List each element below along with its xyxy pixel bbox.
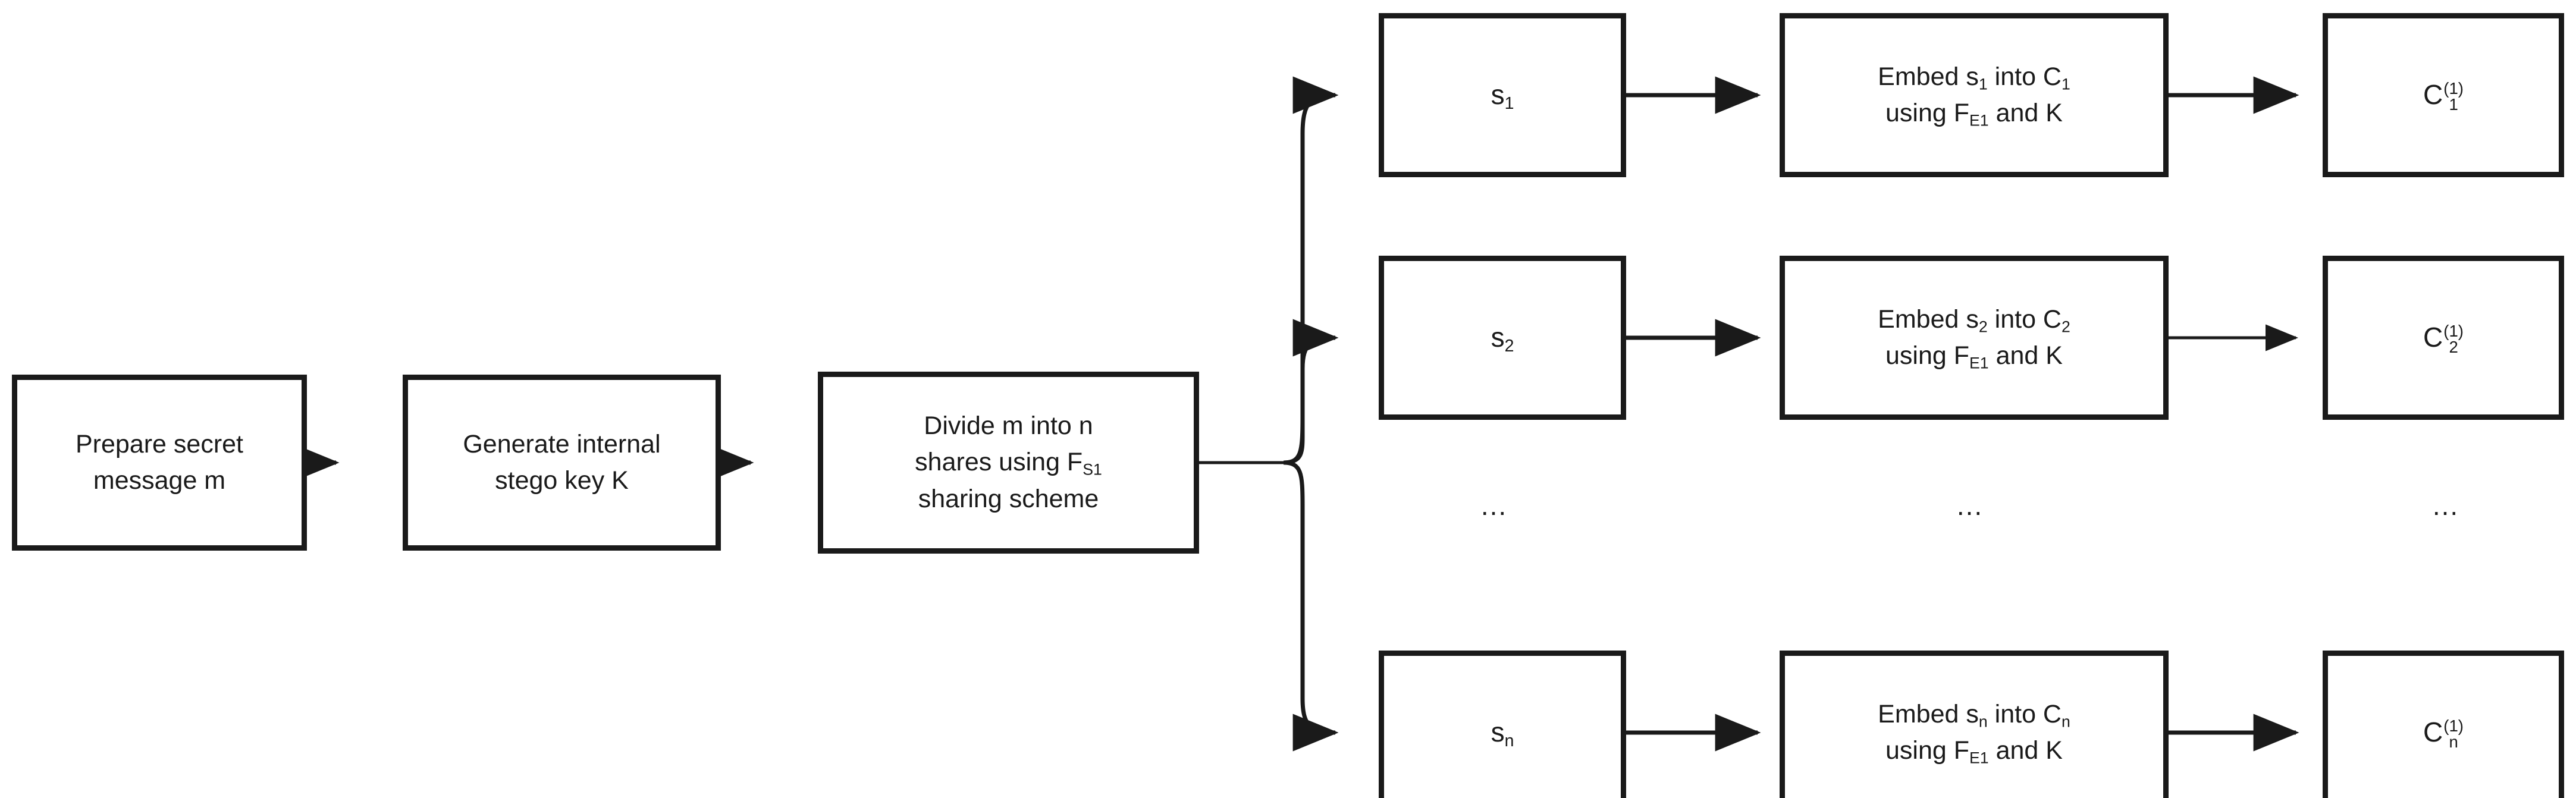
embed-n-sub-1: n xyxy=(1978,712,1988,731)
node-embed-1-line-2: using FE1 and K xyxy=(1791,95,2157,131)
edge-branch-to-share-2 xyxy=(1283,319,1339,465)
embed-n-text-d: and K xyxy=(1988,736,2063,765)
node-embed-2[interactable]: Embed s2 into C2 using FE1 and K xyxy=(1780,256,2169,420)
node-stego-1-label: C(1)1 xyxy=(2334,76,2553,114)
node-prepare-line-2: message m xyxy=(93,466,226,495)
stego-2-subscript: 2 xyxy=(2449,338,2458,357)
embed-1-text-c: using F xyxy=(1885,99,1970,127)
stego-n-base: C xyxy=(2423,717,2443,748)
node-divide-line-1: Divide m into n xyxy=(924,411,1093,441)
stego-1-superscript: (1) xyxy=(2443,78,2464,98)
share-n-base: s xyxy=(1491,717,1505,748)
node-embed-2-line-1: Embed s2 into C2 xyxy=(1791,301,2157,338)
node-generate-line-1: Generate internal xyxy=(463,429,661,458)
node-divide-line-3: sharing scheme xyxy=(918,484,1099,513)
share-1-subscript: 1 xyxy=(1504,94,1514,114)
share-1-base: s xyxy=(1491,79,1505,111)
node-stego-n[interactable]: C(1)n xyxy=(2323,651,2564,798)
embed-2-text-b: into C xyxy=(1987,304,2062,334)
share-2-subscript: 2 xyxy=(1504,337,1514,356)
ellipsis-stego-column: ... xyxy=(2432,490,2459,521)
node-divide-into-shares[interactable]: Divide m into n shares using FS1 sharing… xyxy=(818,372,1199,554)
embed-2-sub-1: 2 xyxy=(1978,318,1988,336)
embed-2-text-c: using F xyxy=(1885,341,1970,370)
node-prepare-line-1: Prepare secret xyxy=(75,429,244,458)
embed-n-sub-2: n xyxy=(2061,712,2070,731)
node-share-1-label: s1 xyxy=(1390,76,1615,114)
node-stego-2[interactable]: C(1)2 xyxy=(2323,256,2564,420)
stego-1-subscript: 1 xyxy=(2449,95,2458,114)
edge-branch-to-share-n xyxy=(1283,460,1339,752)
node-share-2[interactable]: s2 xyxy=(1379,256,1626,420)
node-embed-n-line-2: using FE1 and K xyxy=(1791,733,2157,769)
node-stego-2-label: C(1)2 xyxy=(2334,318,2553,357)
node-stego-n-label: C(1)n xyxy=(2334,713,2553,752)
embed-1-text-d: and K xyxy=(1988,99,2063,127)
embed-2-sub-3: E1 xyxy=(1969,354,1989,372)
node-embed-n[interactable]: Embed sn into Cn using FE1 and K xyxy=(1780,651,2169,798)
node-stego-1[interactable]: C(1)1 xyxy=(2323,13,2564,177)
embed-2-text-d: and K xyxy=(1988,341,2063,370)
node-divide-line-2-text: shares using F xyxy=(915,448,1083,477)
embed-1-text-b: into C xyxy=(1987,62,2062,91)
embed-1-sub-1: 1 xyxy=(1978,75,1988,93)
embed-1-text-a: Embed s xyxy=(1878,62,1979,91)
node-embed-2-line-2: using FE1 and K xyxy=(1791,338,2157,374)
node-divide-line-2-subscript: S1 xyxy=(1083,460,1102,479)
node-share-2-label: s2 xyxy=(1390,318,1615,357)
stego-2-base: C xyxy=(2423,322,2443,353)
embed-1-sub-3: E1 xyxy=(1969,111,1989,130)
node-share-n-label: sn xyxy=(1390,713,1615,752)
stego-n-superscript: (1) xyxy=(2443,716,2464,735)
node-generate-stego-key[interactable]: Generate internal stego key K xyxy=(403,375,721,551)
ellipsis-shares-column: ... xyxy=(1480,490,1508,521)
ellipsis-embed-column: ... xyxy=(1956,490,1984,521)
node-generate-line-2: stego key K xyxy=(495,466,629,495)
embed-n-text-c: using F xyxy=(1885,736,1970,765)
node-prepare-secret-message[interactable]: Prepare secret message m xyxy=(12,375,307,551)
embed-2-text-a: Embed s xyxy=(1878,304,1979,334)
node-embed-1-line-1: Embed s1 into C1 xyxy=(1791,59,2157,95)
stego-1-base: C xyxy=(2423,79,2443,111)
embed-2-sub-2: 2 xyxy=(2061,318,2070,336)
embed-n-text-b: into C xyxy=(1987,699,2062,728)
node-share-1[interactable]: s1 xyxy=(1379,13,1626,177)
embed-1-sub-2: 1 xyxy=(2061,75,2070,93)
node-divide-line-2: shares using FS1 xyxy=(829,444,1188,480)
node-embed-1[interactable]: Embed s1 into C1 using FE1 and K xyxy=(1780,13,2169,177)
embed-n-text-a: Embed s xyxy=(1878,699,1979,728)
embed-n-sub-3: E1 xyxy=(1969,749,1989,767)
stego-n-subscript: n xyxy=(2449,733,2458,752)
share-n-subscript: n xyxy=(1504,731,1514,751)
edge-branch-to-share-1 xyxy=(1283,76,1339,465)
stego-2-superscript: (1) xyxy=(2443,321,2464,340)
node-embed-n-line-1: Embed sn into Cn xyxy=(1791,696,2157,733)
share-2-base: s xyxy=(1491,322,1505,353)
node-share-n[interactable]: sn xyxy=(1379,651,1626,798)
